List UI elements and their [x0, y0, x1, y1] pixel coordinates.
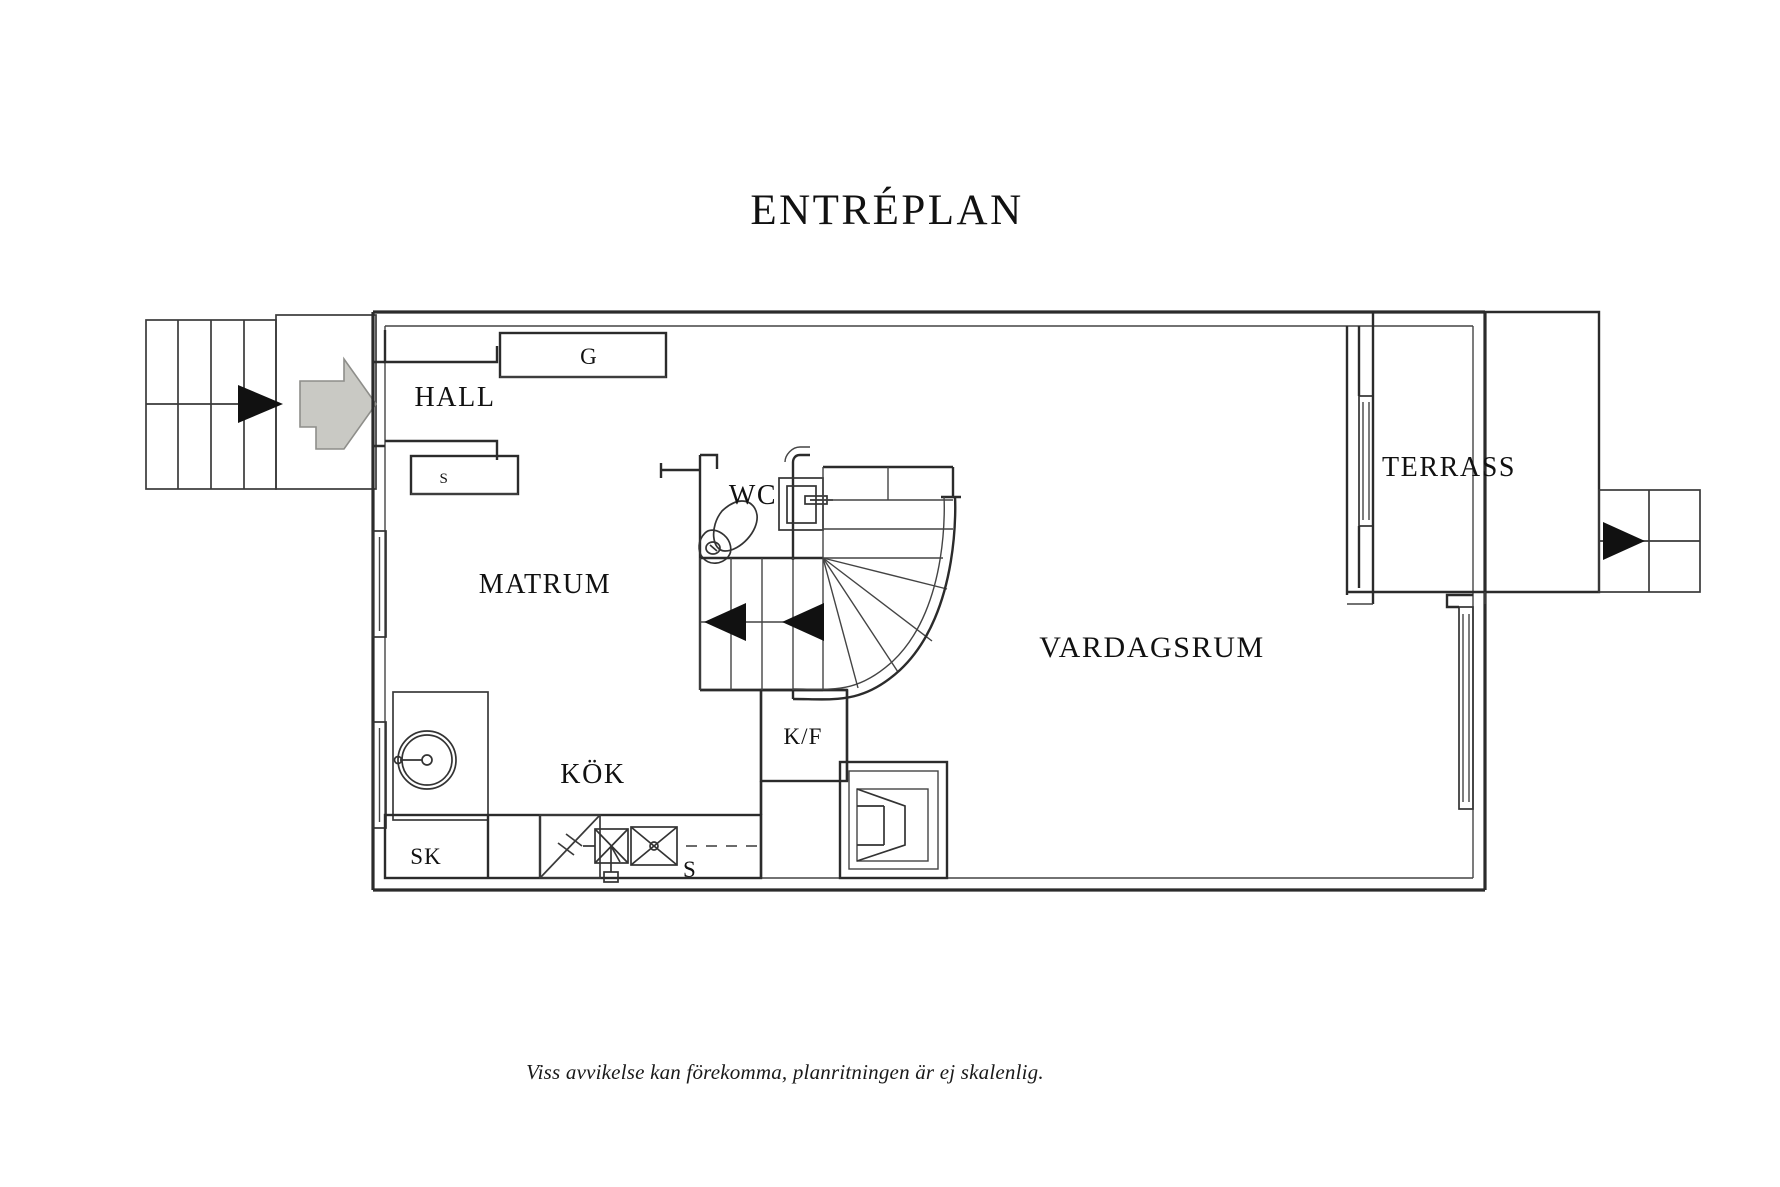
label-diskbank: S	[683, 857, 697, 882]
building-outer-wall	[371, 310, 1487, 892]
label-stadskap: SK	[410, 844, 442, 869]
room-hall	[371, 326, 499, 460]
room-label-hall: HALL	[414, 382, 495, 413]
label-kyl-frys: K/F	[783, 724, 822, 749]
closet-hall-storage	[409, 454, 520, 496]
room-labels: HALL MATRUM KÖK WC VARDAGSRUM TERRASS	[414, 382, 1516, 790]
label-hall-storage: S	[440, 471, 449, 487]
dining-table-round	[392, 691, 489, 821]
wc-washbasin-icon	[778, 477, 833, 531]
entry-stairs	[145, 314, 377, 490]
terrace-slab	[1347, 310, 1601, 605]
room-label-wc: WC	[729, 480, 777, 511]
entry-direction-arrow-icon	[238, 385, 283, 423]
label-garderob: G	[580, 344, 598, 369]
terrace-door	[1345, 326, 1374, 595]
room-label-kok: KÖK	[560, 759, 625, 790]
closet-garderob	[498, 331, 668, 379]
room-label-vardagsrum: VARDAGSRUM	[1039, 631, 1265, 664]
stairs-interior-upper	[822, 465, 961, 559]
stair-direction-arrow-left-icon	[704, 603, 746, 641]
stairs-interior-winder	[791, 496, 957, 701]
appliance-fridge-freezer	[759, 688, 849, 815]
disclaimer-caption: Viss avvikelse kan förekomma, planritnin…	[526, 1060, 1044, 1084]
room-label-terrass: TERRASS	[1382, 452, 1516, 483]
entrance-arrow-icon	[299, 356, 377, 450]
stair-direction-arrow-mid-icon	[782, 603, 824, 641]
window-kok-lower	[372, 721, 387, 829]
stairs-interior-straight	[699, 556, 824, 692]
terrace-direction-arrow-icon	[1603, 522, 1645, 560]
window-matrum-upper	[372, 530, 387, 638]
room-label-matrum: MATRUM	[479, 569, 612, 600]
kitchen-sink	[583, 826, 761, 883]
window-vardagsrum-right	[1445, 593, 1474, 810]
fixture-labels: G S K/F SK S	[410, 344, 822, 882]
terrace-stairs	[1598, 489, 1701, 593]
fireplace	[838, 760, 949, 880]
page-title: ENTRÉPLAN	[750, 187, 1024, 234]
